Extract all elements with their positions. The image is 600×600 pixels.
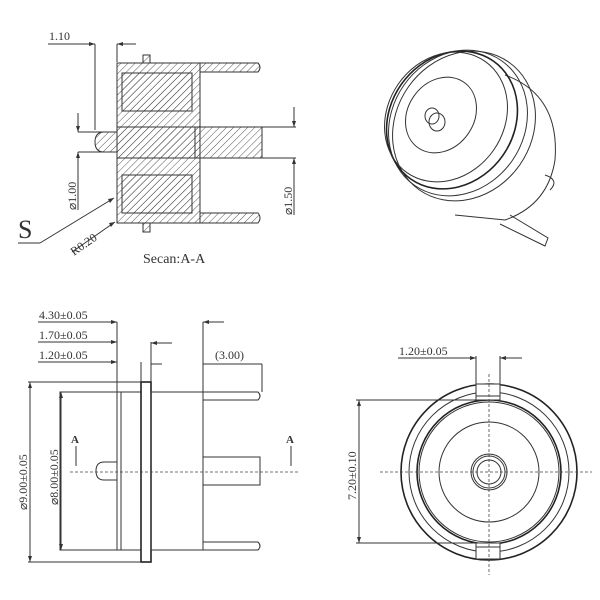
front-tab-top: [475, 383, 501, 401]
section-caption: Secan:A-A: [143, 252, 206, 267]
section-cavity-top: [121, 72, 193, 112]
front-tab-bottom: [475, 542, 501, 560]
dim-outer-diameter: ⌀9.00±0.05: [16, 454, 30, 510]
front-view: 1.20±0.05 7.20±0.10: [345, 344, 592, 575]
side-pin-top: [203, 391, 261, 401]
section-nub: [94, 131, 118, 153]
side-pin-bottom: [203, 541, 261, 551]
section-core: [116, 126, 196, 159]
section-mark-right: A: [286, 434, 294, 446]
section-pin-center: [194, 126, 263, 159]
dim-tab-span: 7.20±0.10: [345, 451, 359, 500]
dim-nub-diameter: ⌀1.00: [65, 182, 79, 210]
dim-body-diameter: ⌀8.00±0.05: [47, 449, 61, 505]
side-nub: [95, 461, 117, 481]
side-pin-center: [203, 456, 261, 486]
dim-flange: 1.20±0.05: [39, 348, 88, 362]
section-tab-top: [142, 54, 151, 64]
section-mark-left: A: [71, 434, 79, 446]
dim-pin-length: (3.00): [215, 348, 244, 362]
side-body: [59, 391, 118, 551]
side-view: A A 4.30±0.05 1.70±0.05 1.20±0.05 (3.00)…: [16, 308, 298, 563]
dim-1-10: 1.10: [49, 29, 70, 43]
dim-body-front: 1.70±0.05: [39, 328, 88, 342]
section-cavity-bottom: [121, 174, 193, 214]
section-pin-top: [199, 62, 261, 73]
dim-pin-diameter: ⌀1.50: [281, 187, 295, 215]
section-pin-bottom: [199, 212, 261, 224]
section-view: 1.10 ⌀1.00 ⌀1.50 S R0.20 Secan:A-A: [18, 29, 296, 267]
dim-overall-length: 4.30±0.05: [39, 308, 88, 322]
section-tab-bottom: [142, 222, 151, 233]
dim-tab-width: 1.20±0.05: [399, 344, 448, 358]
dim-radius: R0.20: [68, 230, 100, 258]
isometric-view: [384, 49, 556, 247]
surface-mark-s: S: [18, 215, 32, 244]
